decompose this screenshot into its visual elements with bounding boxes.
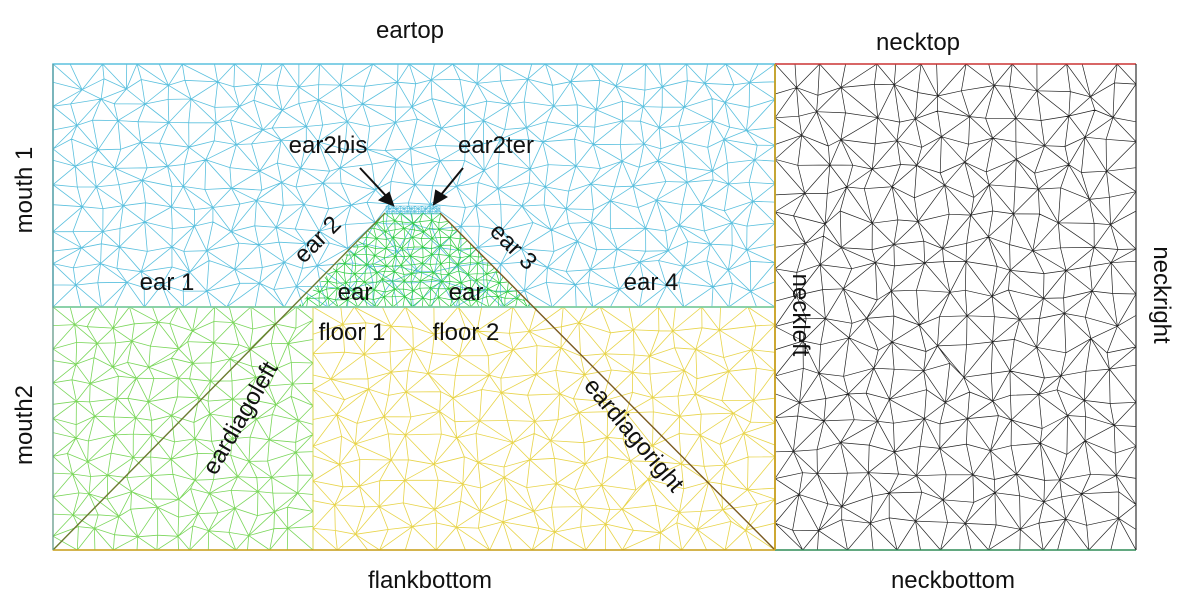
mesh-ear-lines xyxy=(53,64,775,307)
ear2ter-arrow xyxy=(432,167,464,206)
eardiagoleft-edge xyxy=(52,212,386,551)
necktop-label: necktop xyxy=(876,29,960,56)
mesh-ear2-lines xyxy=(385,205,441,215)
mouth1-label: mouth 1 xyxy=(11,147,38,234)
mouth2-label: mouth2 xyxy=(11,385,38,465)
mesh-neck-lines xyxy=(775,64,1136,550)
flankbottom-label: flankbottom xyxy=(368,567,492,594)
flank-region-mesh xyxy=(53,307,775,550)
neckleft-label: neckleft xyxy=(787,274,814,357)
neckright-label: neckright xyxy=(1148,246,1175,344)
eartop-label: eartop xyxy=(376,17,444,44)
ear2bis-arrow xyxy=(359,167,395,207)
eardiagoright-edge xyxy=(439,212,776,551)
flank-region-border xyxy=(52,306,776,551)
ear-floor1-label: ear xyxy=(338,279,373,306)
floor1-label: floor 1 xyxy=(319,319,386,346)
neck-region-mesh xyxy=(775,64,1136,550)
mesh-flank-lines xyxy=(312,307,775,550)
ear4-label: ear 4 xyxy=(624,269,679,296)
ear2ter-label: ear2ter xyxy=(458,132,534,159)
ear1-label: ear 1 xyxy=(140,269,195,296)
floor2-label: floor 2 xyxy=(433,319,500,346)
mesh-flank-lines xyxy=(53,307,314,550)
ear-region-mesh xyxy=(53,64,775,307)
ear2-strip-mesh xyxy=(385,205,441,215)
neckbottom-label: neckbottom xyxy=(891,567,1015,594)
ear2bis-label: ear2bis xyxy=(289,132,368,159)
ear-floor2-label: ear xyxy=(449,279,484,306)
